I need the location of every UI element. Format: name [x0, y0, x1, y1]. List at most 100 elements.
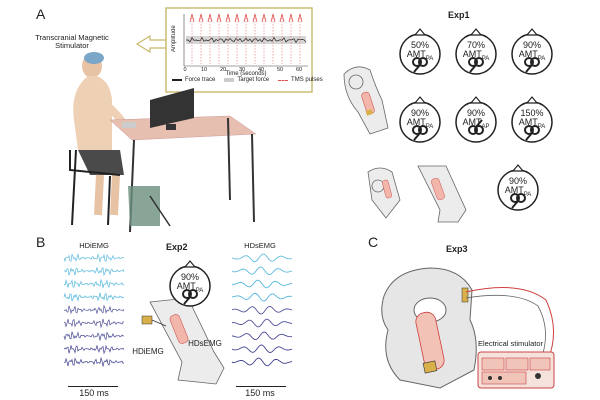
- head-exp1-7-amt: AMT: [504, 185, 524, 195]
- head-exp2-amt: AMT: [176, 281, 196, 291]
- hdsemg-trace-5: [231, 306, 293, 315]
- hdsemg-trace-4: [231, 292, 293, 302]
- legend-target-label: Target force: [237, 77, 270, 83]
- exp1-title: Exp1: [448, 10, 470, 20]
- leg-illustration: [141, 297, 225, 385]
- tms-pulse-marker: [225, 13, 231, 23]
- exp3-title: Exp3: [446, 244, 468, 254]
- panel-letter-a: A: [36, 6, 46, 22]
- head-exp1-6-pct: 150%: [520, 108, 544, 118]
- head-exp1-4-sub: PA: [425, 123, 434, 130]
- hdsemg-trace-9: [231, 357, 293, 367]
- head-exp1-4: 90%AMTPA: [398, 96, 442, 144]
- head-exp1-4-amt: AMT: [406, 117, 426, 127]
- inset-x-tick: 10: [200, 67, 208, 73]
- hdiemg-trace-2: [63, 267, 125, 277]
- head-exp1-3-sub: PA: [537, 55, 546, 62]
- head-exp1-2-amt: AMT: [462, 49, 482, 59]
- head-exp1-5-sub: AP: [481, 123, 490, 130]
- head-exp1-7-sub: PA: [523, 191, 532, 198]
- head-exp1-3-amt: AMT: [518, 49, 538, 59]
- panel-letter-b: B: [36, 234, 46, 250]
- hdsemg-trace-7: [232, 331, 293, 341]
- stim-wire-1: [465, 287, 554, 361]
- participant-illustration: [69, 52, 257, 233]
- hdiemg-trace-4: [63, 292, 125, 302]
- hdiemg-traces: [63, 253, 125, 367]
- hdiemg-trace-9: [63, 356, 125, 367]
- scalebar-left: [68, 386, 118, 387]
- head-exp1-5-pct: 90%: [466, 108, 485, 118]
- hdsemg-trace-1: [231, 253, 293, 262]
- hdiemg-trace-8: [63, 344, 125, 355]
- head-exp1-2-pct: 70%: [466, 40, 485, 50]
- force-trace: [186, 36, 307, 44]
- head-exp1-3-pct: 90%: [522, 40, 541, 50]
- hdiemg-trace-7: [63, 331, 125, 341]
- leg-small: [417, 165, 467, 223]
- inset-legend: Force trace Target force TMS pulses: [172, 77, 323, 83]
- head-exp1-1: 50%AMTPA: [398, 28, 442, 76]
- scalebar-right: [236, 386, 286, 387]
- head-exp1-7: 90%AMTPA: [496, 164, 540, 212]
- head-exp1-6-sub: PA: [537, 123, 546, 130]
- panel-letter-c: C: [368, 234, 379, 250]
- inset-x-tick: 50: [276, 67, 284, 73]
- head-exp1-1-pct: 50%: [410, 40, 429, 50]
- ok-hand: [343, 66, 389, 135]
- head-exp1-3: 90%AMTPA: [510, 28, 554, 76]
- hdsemg-trace-6: [231, 318, 293, 328]
- head-exp1-1-amt: AMT: [406, 49, 426, 59]
- head-exp1-4-pct: 90%: [410, 108, 429, 118]
- hand-small-left: [367, 167, 401, 219]
- leg-hdsemg-label: HDsEMG: [188, 339, 222, 348]
- hdiemg-trace-1: [63, 253, 125, 263]
- tms-pulse-marker: [252, 13, 258, 23]
- stim-wire-2: [465, 294, 546, 363]
- tms-pulse-marker: [261, 13, 267, 23]
- hdsemg-title: HDsEMG: [244, 241, 276, 250]
- head-exp1-1-sub: PA: [425, 55, 434, 62]
- head-exp1-6-amt: AMT: [518, 117, 538, 127]
- leg-hdiemg-label: HDiEMG: [132, 347, 164, 356]
- hdiemg-trace-3: [63, 278, 125, 288]
- head-exp2-pct: 90%: [180, 272, 199, 282]
- inset-x-tick: 40: [257, 67, 265, 73]
- tms-pulse-marker: [207, 13, 213, 23]
- tms-pulse-marker: [288, 13, 294, 23]
- legend-target-swatch: [224, 78, 235, 82]
- scale-right-label: 150 ms: [245, 388, 275, 398]
- legend-tms-label: TMS pulses: [291, 77, 323, 83]
- inset-x-tick: 60: [295, 67, 303, 73]
- head-exp2: 90%AMTPA: [168, 260, 212, 308]
- tms-pulse-marker: [198, 13, 204, 23]
- head-exp1-5-amt: AMT: [462, 117, 482, 127]
- large-ok-hand: [381, 267, 477, 389]
- tms-pulse-marker: [279, 13, 285, 23]
- hdiemg-trace-5: [63, 304, 125, 315]
- hdsemg-traces: [231, 253, 293, 367]
- head-exp1-2: 70%AMTPA: [454, 28, 498, 76]
- head-exp1-7-pct: 90%: [508, 176, 527, 186]
- legend-force-swatch: [172, 79, 182, 81]
- exp2-title: Exp2: [166, 242, 188, 252]
- inset-plot: [186, 13, 307, 64]
- hdsemg-trace-3: [231, 279, 293, 289]
- scale-left-label: 150 ms: [79, 388, 109, 398]
- inset-x-label: Time (seconds): [225, 71, 267, 77]
- tms-pulse-marker: [189, 13, 195, 23]
- head-exp1-5: 90%AMTAP: [454, 96, 498, 144]
- legend-tms-swatch: [278, 79, 289, 81]
- hdiemg-trace-6: [63, 318, 125, 329]
- tms-pulse-marker: [234, 13, 240, 23]
- legend-force-label: Force trace: [185, 77, 216, 83]
- tms-pulse-marker: [216, 13, 222, 23]
- hdiemg-title: HDiEMG: [79, 241, 109, 250]
- tms-stimulator-label: Transcranial Magnetic Stimulator: [35, 33, 109, 50]
- inset-x-tick: 20: [219, 67, 227, 73]
